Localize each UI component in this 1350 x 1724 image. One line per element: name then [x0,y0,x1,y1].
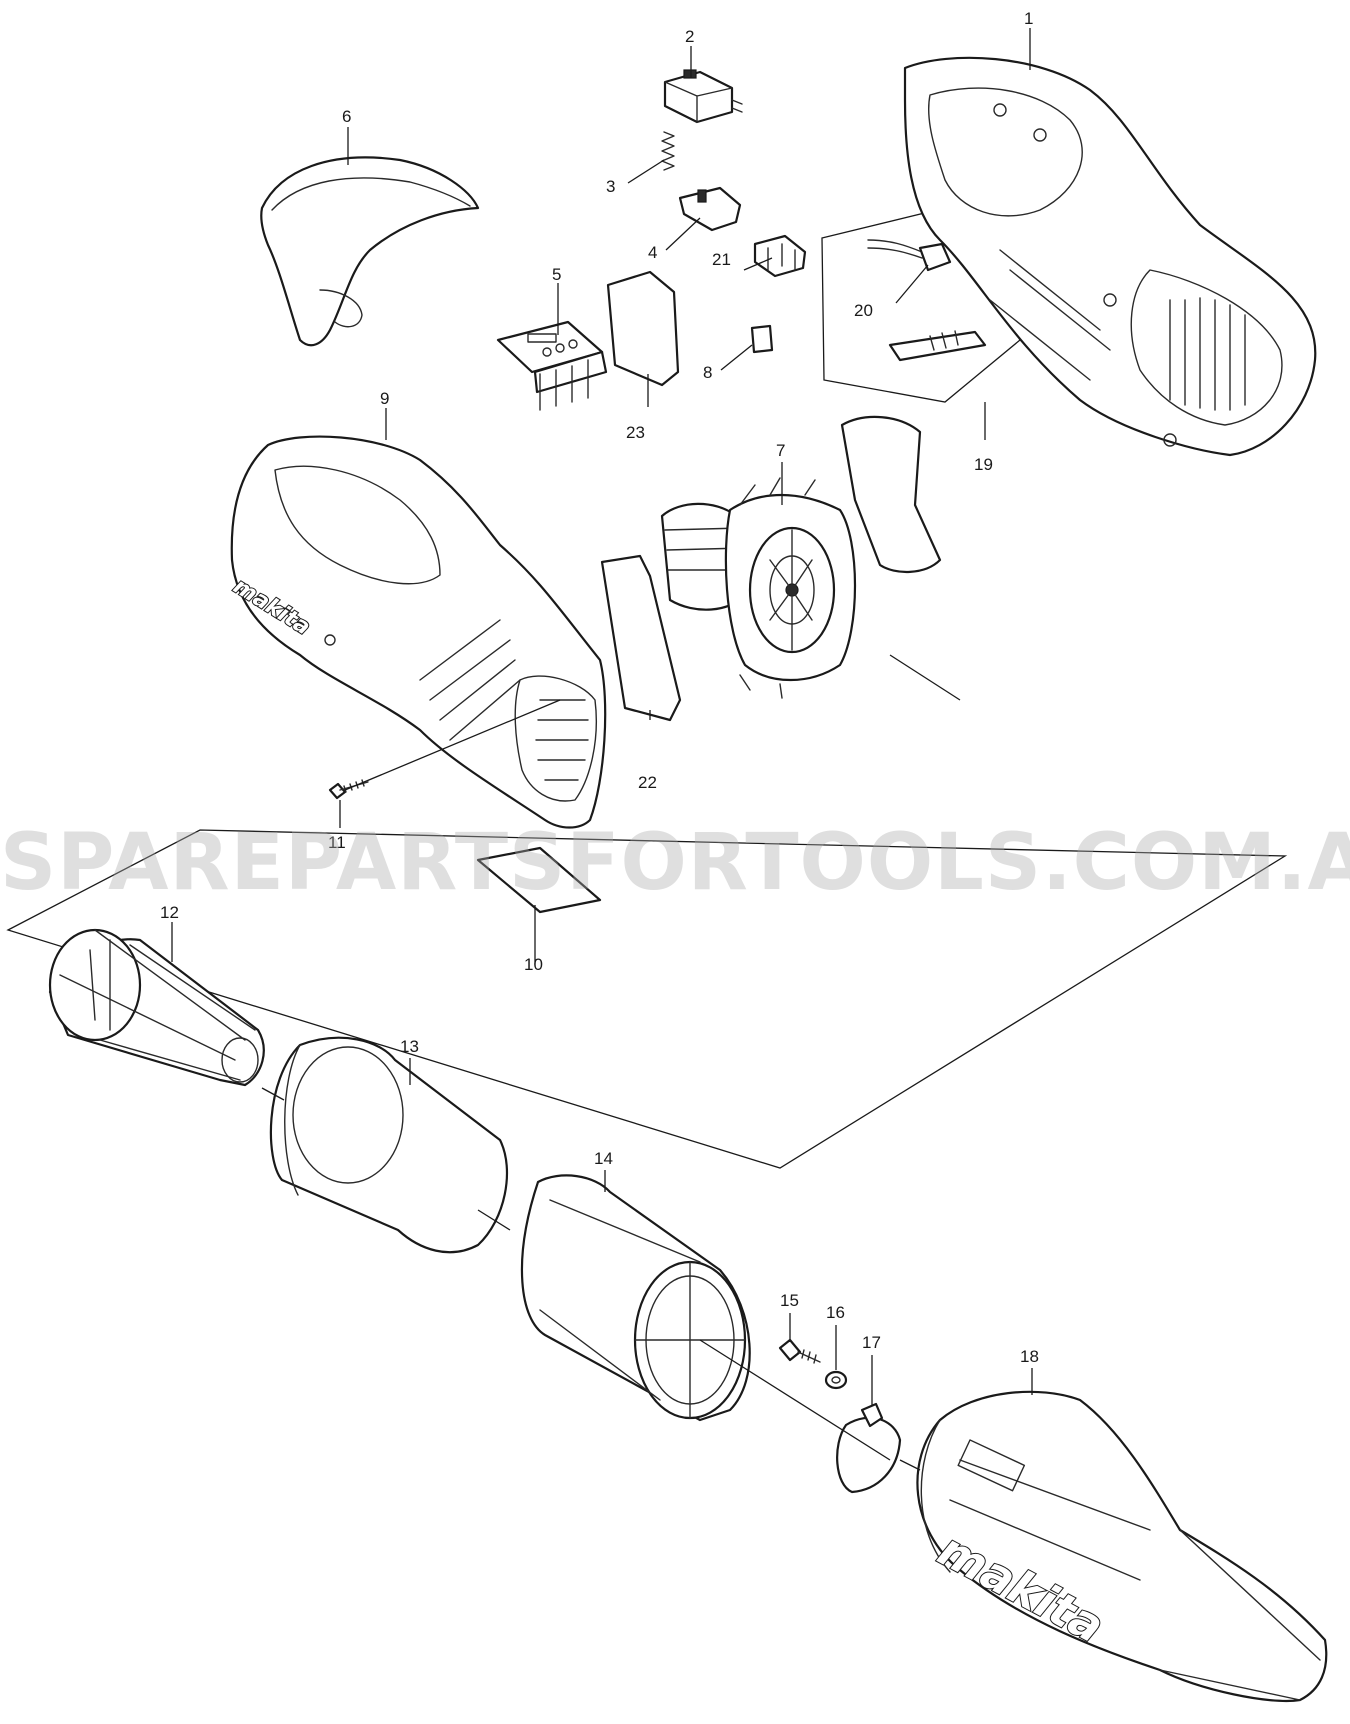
rear-housing-part [903,56,1317,457]
callout-22: 22 [638,773,657,792]
screw-part-15 [778,1338,821,1364]
switch-plate-part [496,320,608,411]
callout-13: 13 [400,1037,419,1056]
callout-18: 18 [1020,1347,1039,1366]
callout-6: 6 [342,107,351,126]
callout-23: 23 [626,423,645,442]
terminal-part [753,234,807,278]
motor-subassembly-frame [6,829,1288,1169]
label-part-10 [476,846,602,914]
callout-11: 11 [328,833,346,852]
callout-5: 5 [552,265,561,284]
callout-9: 9 [380,389,389,408]
front-housing-part: makita [228,435,607,829]
callout-2: 2 [685,27,694,46]
callout-3: 3 [606,177,615,196]
callout-7: 7 [776,441,785,460]
callout-8: 8 [703,363,712,382]
small-pad-part-8 [750,324,774,354]
callout-numbers: 1 2 3 4 5 6 7 8 9 10 11 12 13 14 15 16 1… [160,9,1039,1366]
callout-20: 20 [854,301,873,320]
pad-part-22 [600,554,682,722]
switch-lever-part [678,186,742,232]
callout-10: 10 [524,955,543,974]
flap-part-17 [836,1402,902,1494]
pad-part-23 [606,270,680,387]
wire-lead-part [867,239,987,362]
callout-21: 21 [712,250,731,269]
pad-part-upper-right [840,415,942,574]
handle-cover-part [260,156,480,347]
filter-cone-part [269,1036,509,1254]
callout-4: 4 [648,243,657,262]
callout-14: 14 [594,1149,613,1168]
callout-15: 15 [780,1291,799,1310]
washer-part-16 [824,1370,848,1390]
callout-16: 16 [826,1303,845,1322]
callout-12: 12 [160,903,179,922]
callout-19: 19 [974,455,993,474]
pre-filter-part [48,928,265,1087]
callout-17: 17 [862,1333,881,1352]
motor-fan-part [660,477,857,699]
filter-cage-part [520,1174,751,1422]
spring-part [661,131,675,171]
leader-lines [171,28,1033,1471]
nozzle-part-18: makita [916,1390,1328,1703]
callout-1: 1 [1024,9,1033,28]
micro-switch-part [663,69,743,124]
